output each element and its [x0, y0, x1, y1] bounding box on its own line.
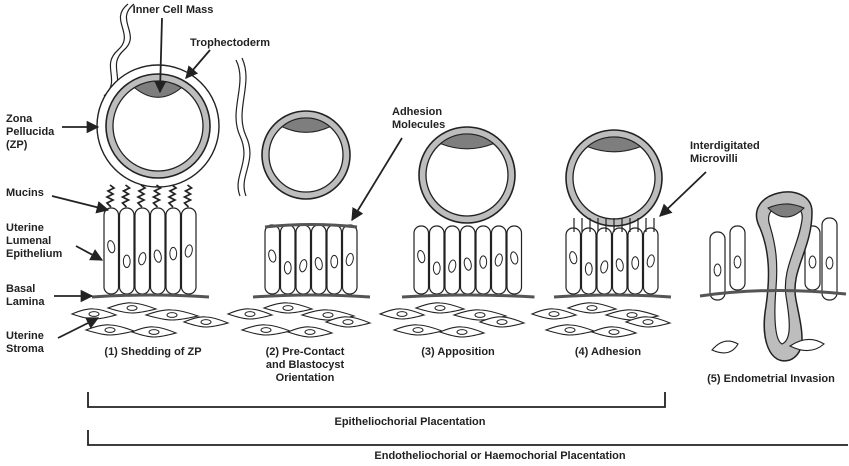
stage-5-caption: (5) Endometrial Invasion — [696, 373, 846, 386]
endotheliochorial-bracket-label: Endotheliochorial or Haemochorial Placen… — [310, 450, 690, 463]
stage-2-caption: (2) Pre-Contact and Blastocyst Orientati… — [235, 346, 375, 385]
epithelial-cell — [582, 228, 597, 294]
uterine-stroma-label: Uterine Stroma — [6, 330, 44, 356]
stromal-nucleus — [127, 306, 137, 311]
stromal-nucleus — [497, 320, 507, 325]
stromal-nucleus — [201, 320, 211, 325]
inner-cell-mass-label: Inner Cell Mass — [118, 4, 228, 17]
basal-lamina-line — [92, 295, 209, 297]
cell-nucleus — [585, 263, 592, 275]
epithelial-cell — [430, 226, 445, 294]
stromal-nucleus — [305, 330, 315, 335]
stromal-nucleus — [475, 313, 485, 318]
stromal-nucleus — [627, 313, 637, 318]
cell-nucleus — [284, 262, 291, 274]
mucin-strand — [154, 185, 161, 207]
shed-zona-fragment-right — [242, 58, 250, 196]
stromal-nucleus — [105, 328, 115, 333]
basal-lamina-line — [554, 295, 671, 297]
epitheliochorial-bracket-label: Epitheliochorial Placentation — [260, 416, 560, 429]
stromal-nucleus — [89, 312, 99, 317]
stromal-nucleus — [343, 320, 353, 325]
basal-lamina-line — [253, 295, 370, 297]
stromal-nucleus — [149, 330, 159, 335]
cell-nucleus — [826, 257, 833, 269]
trophectoderm-label: Trophectoderm — [190, 37, 270, 50]
stage-3-apposition-illustration — [380, 127, 535, 337]
mucin-strand — [169, 185, 176, 207]
cell-nucleus — [433, 262, 440, 274]
microvilli-arrow — [660, 172, 706, 216]
stromal-nucleus — [457, 330, 467, 335]
cell-nucleus — [734, 256, 741, 268]
trophectoderm-arrow — [186, 50, 210, 78]
cell-nucleus — [632, 257, 639, 269]
cell-nucleus — [714, 264, 721, 276]
epithelial-cell — [120, 208, 135, 294]
stromal-nucleus — [609, 330, 619, 335]
stromal-nucleus — [435, 306, 445, 311]
stromal-nucleus — [549, 312, 559, 317]
stage-4-adhesion-illustration — [532, 130, 671, 337]
mucin-strand — [107, 185, 114, 207]
mucins-label: Mucins — [6, 187, 44, 200]
stromal-cell — [712, 341, 738, 353]
stromal-nucleus — [643, 320, 653, 325]
stage-5-invasion-illustration — [700, 192, 846, 361]
cell-nucleus — [480, 256, 487, 268]
zona-pellucida-label: Zona Pellucida (ZP) — [6, 113, 54, 152]
stromal-nucleus — [587, 306, 597, 311]
stage-4-caption: (4) Adhesion — [548, 346, 668, 359]
stromal-nucleus — [397, 312, 407, 317]
basal-lamina-label: Basal Lamina — [6, 283, 45, 309]
uterine-lumenal-epithelium-label: Uterine Lumenal Epithelium — [6, 222, 62, 261]
stromal-nucleus — [167, 313, 177, 318]
stromal-nucleus — [245, 312, 255, 317]
epithelium-arrow — [76, 246, 102, 260]
mucin-strand — [123, 185, 130, 207]
stromal-nucleus — [565, 328, 575, 333]
epithelial-cell — [135, 208, 150, 294]
stage-3-caption: (3) Apposition — [398, 346, 518, 359]
stage-1-caption: (1) Shedding of ZP — [78, 346, 228, 359]
epitheliochorial-bracket — [88, 392, 665, 407]
epithelial-cell — [281, 225, 296, 294]
stromal-nucleus — [323, 313, 333, 318]
mucin-strand — [138, 185, 145, 207]
basal-lamina-line — [402, 295, 535, 297]
stromal-nucleus — [261, 328, 271, 333]
endotheliochorial-bracket — [88, 430, 848, 445]
stromal-nucleus — [413, 328, 423, 333]
cell-nucleus — [170, 247, 177, 259]
cell-nucleus — [123, 255, 130, 267]
interdigitated-microvilli-label: Interdigitated Microvilli — [690, 140, 760, 166]
mucin-strand — [185, 185, 192, 207]
mucins-arrow — [52, 196, 108, 210]
stromal-nucleus — [283, 306, 293, 311]
cell-nucleus — [809, 256, 816, 268]
apical-adhesion-layer — [265, 225, 357, 228]
adhesion-molecules-arrow — [352, 138, 402, 220]
adhesion-molecules-label: Adhesion Molecules — [392, 106, 445, 132]
cell-nucleus — [331, 255, 338, 267]
